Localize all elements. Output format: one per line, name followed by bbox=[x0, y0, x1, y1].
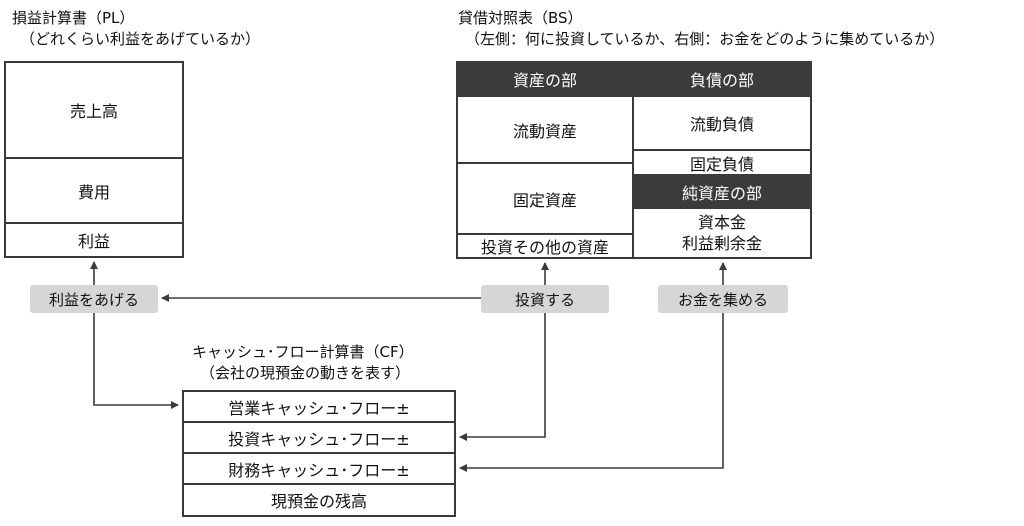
cf-cash-balance: 現預金の残高 bbox=[182, 483, 456, 517]
bs-subtitle: （左側：何に投資しているか、右側：お金をどのように集めているか） bbox=[465, 30, 945, 48]
cf-investing: 投資キャッシュ･フロー± bbox=[182, 421, 456, 454]
pl-subtitle: （どれくらい利益をあげているか） bbox=[20, 30, 261, 48]
cf-title: キャッシュ･フロー計算書（CF） bbox=[192, 343, 414, 361]
bs-current-assets: 流動資産 bbox=[456, 95, 634, 164]
bs-other-investments: 投資その他の資産 bbox=[456, 233, 634, 259]
bs-title: 貸借対照表（BS） bbox=[458, 9, 583, 27]
arrow-earn-to-operating bbox=[93, 313, 179, 409]
arrow-invest-to-investing bbox=[459, 313, 546, 441]
pl-row-profit: 利益 bbox=[4, 222, 184, 258]
cf-subtitle: （会社の現預金の動きを表す） bbox=[200, 364, 411, 382]
arrow-raise-to-financing bbox=[459, 313, 724, 472]
pl-row-sales: 売上高 bbox=[4, 61, 184, 159]
earn-profit-label: 利益をあげる bbox=[30, 285, 158, 313]
pl-row-expenses: 費用 bbox=[4, 157, 184, 224]
bs-equity-items: 資本金 利益剰余金 bbox=[632, 207, 812, 259]
bs-retained-earnings: 利益剰余金 bbox=[681, 234, 762, 253]
bs-current-liabilities: 流動負債 bbox=[632, 95, 812, 151]
bs-assets-header: 資産の部 bbox=[456, 61, 634, 97]
raise-funds-label: お金を集める bbox=[658, 285, 788, 313]
bs-capital: 資本金 bbox=[697, 213, 746, 232]
bs-liabilities-header: 負債の部 bbox=[632, 61, 812, 97]
pl-title: 損益計算書（PL） bbox=[12, 9, 135, 27]
bs-fixed-assets: 固定資産 bbox=[456, 162, 634, 235]
bs-equity-header: 純資産の部 bbox=[632, 174, 812, 209]
invest-label: 投資する bbox=[481, 285, 609, 313]
cf-operating: 営業キャッシュ･フロー± bbox=[182, 390, 456, 423]
